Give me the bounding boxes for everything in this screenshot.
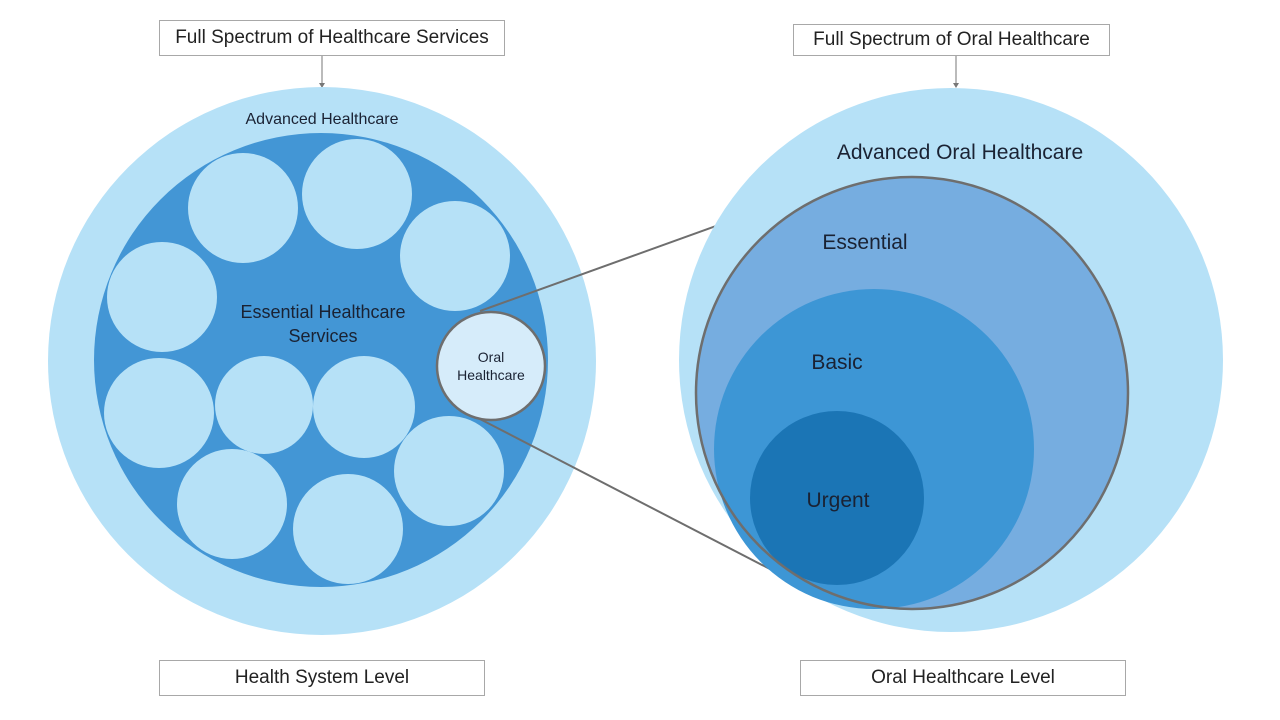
essential-healthcare-label-line1: Essential Healthcare [240,302,405,322]
advanced-healthcare-label: Advanced Healthcare [246,111,399,128]
service-circle [107,242,217,352]
oral-healthcare-highlight: Oral Healthcare [435,310,547,422]
essential-level-label: Essential [822,231,907,254]
service-circle [177,449,287,559]
oral-healthcare-diagram: Advanced Oral Healthcare Essential Basic… [679,88,1223,632]
service-circles [104,139,510,584]
service-circle [302,139,412,249]
service-circle [215,356,313,454]
left-arrow-head-icon [319,83,325,88]
service-circle [394,416,504,526]
health-system-diagram: Advanced Healthcare Essential Healthcare… [48,87,596,635]
advanced-oral-healthcare-label: Advanced Oral Healthcare [837,141,1083,164]
left-footer-box: Health System Level [159,660,485,696]
service-circle [293,474,403,584]
left-header-text: Full Spectrum of Healthcare Services [175,27,489,48]
zoom-connector-bottom [477,417,796,583]
oral-healthcare-label-line1: Oral [478,349,504,365]
right-header-text: Full Spectrum of Oral Healthcare [813,29,1090,50]
service-circle [313,356,415,458]
essential-oral-outline [694,175,1130,611]
service-circle [104,358,214,468]
oral-healthcare-circle [435,310,547,422]
left-footer-text: Health System Level [234,667,410,688]
right-footer-box: Oral Healthcare Level [800,660,1126,696]
right-arrow-head-icon [953,83,959,88]
right-header-box: Full Spectrum of Oral Healthcare [793,24,1110,56]
urgent-oral-circle [750,411,924,585]
basic-level-label: Basic [811,351,862,374]
service-circle [400,201,510,311]
urgent-level-label: Urgent [806,489,869,512]
left-header-box: Full Spectrum of Healthcare Services [159,20,505,56]
service-circle [188,153,298,263]
oral-healthcare-label-line2: Healthcare [457,367,525,383]
right-footer-text: Oral Healthcare Level [871,667,1055,688]
essential-healthcare-label-line2: Services [288,326,357,346]
